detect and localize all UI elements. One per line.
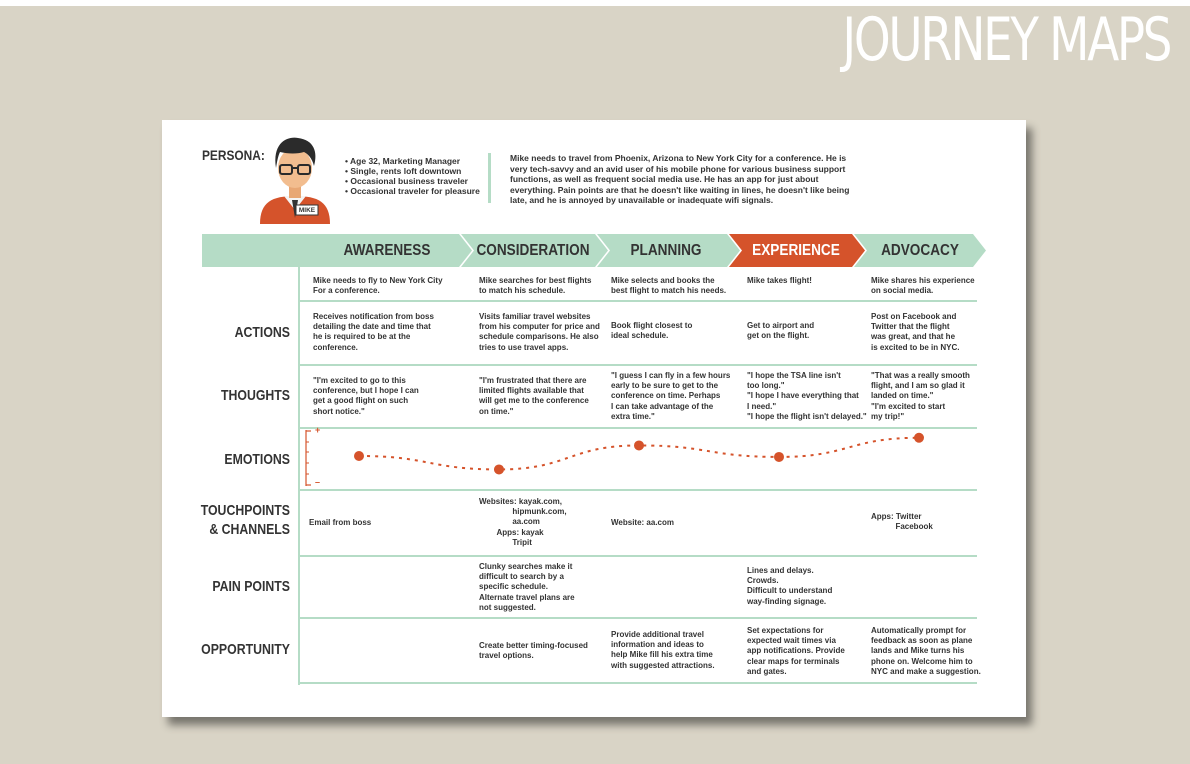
opportunity-cell: Set expectations for expected wait times…: [747, 626, 845, 676]
row-label-actions: ACTIONS: [234, 324, 290, 341]
overview-cell: Mike searches for best flights to match …: [479, 276, 592, 296]
persona-facts: Age 32, Marketing Manager Single, rents …: [345, 156, 480, 196]
emotion-point-3: [634, 440, 644, 451]
grid-line: [298, 364, 977, 366]
top-strip: [0, 0, 1190, 6]
persona-fact: Single, rents loft downtown: [345, 166, 480, 176]
actions-cell: Visits familiar travel websites from his…: [479, 312, 600, 352]
actions-cell: Receives notification from boss detailin…: [313, 312, 434, 352]
journey-map-card: PERSONA: MIKE Age 32, Marketing Manager …: [162, 120, 1026, 717]
grid-line: [298, 682, 977, 684]
stage-experience: EXPERIENCE: [752, 242, 840, 259]
overview-cell: Mike selects and books the best flight t…: [611, 276, 727, 296]
thoughts-cell: "I hope the TSA line isn't too long." "I…: [747, 371, 867, 421]
touchpoints-cell: Website: aa.com: [611, 518, 674, 527]
pain-points-cell: Clunky searches make it difficult to sea…: [479, 562, 575, 612]
actions-cell: Get to airport and get on the flight.: [747, 321, 815, 341]
page-title: JOURNEY MAPS: [842, 5, 1172, 75]
emotion-line: [358, 436, 920, 471]
thoughts-cell: "I'm frustrated that there are limited f…: [479, 376, 589, 416]
grid-line: [298, 555, 977, 557]
overview-cell: Mike shares his experience on social med…: [871, 276, 975, 296]
pain-points-cell: Lines and delays. Crowds. Difficult to u…: [747, 566, 833, 606]
overview-cell: Mike needs to fly to New York City For a…: [313, 276, 443, 296]
persona-fact: Age 32, Marketing Manager: [345, 156, 480, 166]
opportunity-cell: Create better timing-focused travel opti…: [479, 641, 588, 661]
grid-line: [298, 427, 977, 429]
stage-arrows: [202, 234, 986, 267]
touchpoints-cell: Email from boss: [309, 518, 372, 527]
grid-line: [298, 300, 977, 302]
row-label-pain-points: PAIN POINTS: [212, 578, 290, 595]
row-label-emotions: EMOTIONS: [224, 451, 290, 468]
stage-arrow-advocacy: [854, 234, 986, 267]
emotion-curve: [354, 432, 924, 475]
stage-arrow-planning: [597, 234, 740, 267]
row-label-thoughts: THOUGHTS: [220, 387, 290, 404]
persona-fact: Occasional business traveler: [345, 176, 480, 186]
stage-consideration: CONSIDERATION: [476, 242, 590, 259]
grid-line: [298, 617, 977, 619]
overview-cell: Mike takes flight!: [747, 276, 812, 285]
actions-cell: Post on Facebook and Twitter that the fl…: [871, 312, 960, 352]
stage-arrow-consideration: [461, 234, 608, 267]
persona-avatar: [260, 137, 330, 224]
emotion-axis: [305, 430, 311, 486]
touchpoints-label-line2: & CHANNELS: [209, 521, 290, 538]
emotion-point-5: [914, 432, 924, 443]
opportunity-cell: Provide additional travel information an…: [611, 630, 715, 670]
row-label-touchpoints: TOUCHPOINTS & CHANNELS: [185, 501, 290, 539]
grid-line: [298, 489, 977, 491]
persona-label: PERSONA:: [202, 147, 265, 163]
stage-advocacy: ADVOCACY: [881, 242, 959, 259]
persona-divider: [488, 153, 491, 203]
thoughts-cell: "I'm excited to go to this conference, b…: [313, 376, 419, 416]
emotion-axis-minus: –: [315, 477, 321, 487]
emotion-point-1: [354, 451, 364, 461]
persona-bio: Mike needs to travel from Phoenix, Arizo…: [510, 153, 850, 205]
stage-arrow-experience: [729, 234, 865, 267]
touchpoints-cell: Apps: Twitter Facebook: [871, 512, 933, 532]
row-label-opportunity: OPPORTUNITY: [201, 641, 290, 658]
opportunity-cell: Automatically prompt for feedback as soo…: [871, 626, 981, 676]
emotion-axis-plus: +: [315, 425, 321, 435]
grid-vertical-line: [298, 267, 300, 685]
stage-band: AWARENESS CONSIDERATION PLANNING EXPERIE…: [202, 234, 986, 267]
thoughts-cell: "That was a really smooth flight, and I …: [871, 371, 970, 421]
emotion-point-4: [774, 451, 784, 462]
stage-awareness: AWARENESS: [343, 242, 431, 259]
touchpoints-cell: Websites: kayak.com, hipmunk.com, aa.com…: [479, 497, 567, 547]
actions-cell: Book flight closest to ideal schedule.: [611, 321, 693, 341]
stage-planning: PLANNING: [630, 242, 702, 259]
emotion-point-2: [494, 464, 504, 475]
stage-arrow-awareness: [202, 234, 472, 267]
persona-badge: MIKE: [298, 207, 316, 214]
persona-fact: Occasional traveler for pleasure: [345, 186, 479, 196]
thoughts-cell: "I guess I can fly in a few hours early …: [611, 371, 731, 421]
touchpoints-label-line1: TOUCHPOINTS: [200, 502, 290, 519]
